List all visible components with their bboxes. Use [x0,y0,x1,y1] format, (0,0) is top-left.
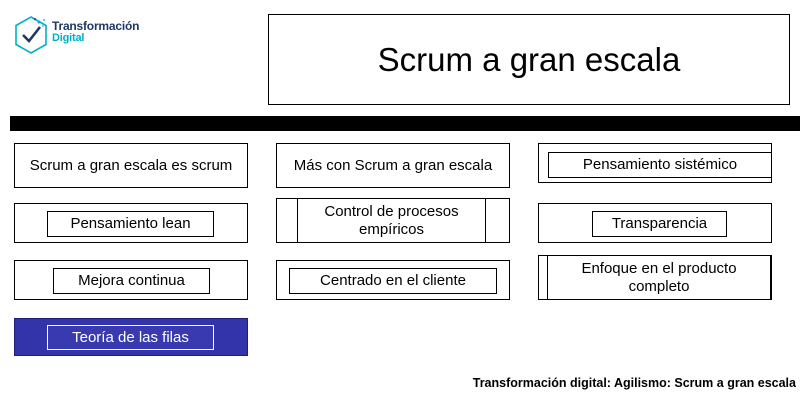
check-badge-icon [15,16,47,54]
item-label: Centrado en el cliente [320,272,466,290]
item-label: Pensamiento sistémico [582,156,738,174]
brand-logo-line1: Transformación [52,19,140,33]
divider-bar [10,116,800,131]
item-label: Scrum a gran escala es scrum [29,156,233,174]
item-box-c1-r1[interactable]: Scrum a gran escala es scrum [14,143,248,188]
item-label: Mejora continua [78,272,185,290]
footer-caption: Transformación digital: Agilismo: Scrum … [472,376,796,390]
brand-logo: Transformación Digital [8,8,148,60]
item-label-plate-c3-r3[interactable]: Enfoque en el producto completo [547,255,771,300]
item-label: Pensamiento lean [70,215,191,233]
item-label-plate-c1-r2[interactable]: Pensamiento lean [47,211,214,237]
item-label: Transparencia [611,215,708,233]
item-label-plate-c2-r3[interactable]: Centrado en el cliente [289,268,497,294]
item-label: Teoría de las filas [72,328,189,346]
item-box-c2-r1[interactable]: Más con Scrum a gran escala [276,143,510,188]
brand-logo-text: Transformación Digital [52,20,148,44]
item-label-plate-c1-r3[interactable]: Mejora continua [53,268,210,294]
item-label: Control de procesos empíricos [324,203,459,238]
page-title: Scrum a gran escala [377,40,681,78]
brand-logo-line2: Digital [52,31,85,44]
item-label: Enfoque en el producto completo [581,260,737,295]
item-label-plate-c2-r2[interactable]: Control de procesos empíricos [297,198,486,243]
item-label-plate-c1-r4[interactable]: Teoría de las filas [47,325,214,350]
item-label-plate-c3-r1[interactable]: Pensamiento sistémico [548,152,772,178]
title-box: Scrum a gran escala [268,14,790,105]
item-label-plate-c3-r2[interactable]: Transparencia [592,211,727,237]
item-label: Más con Scrum a gran escala [293,156,493,174]
